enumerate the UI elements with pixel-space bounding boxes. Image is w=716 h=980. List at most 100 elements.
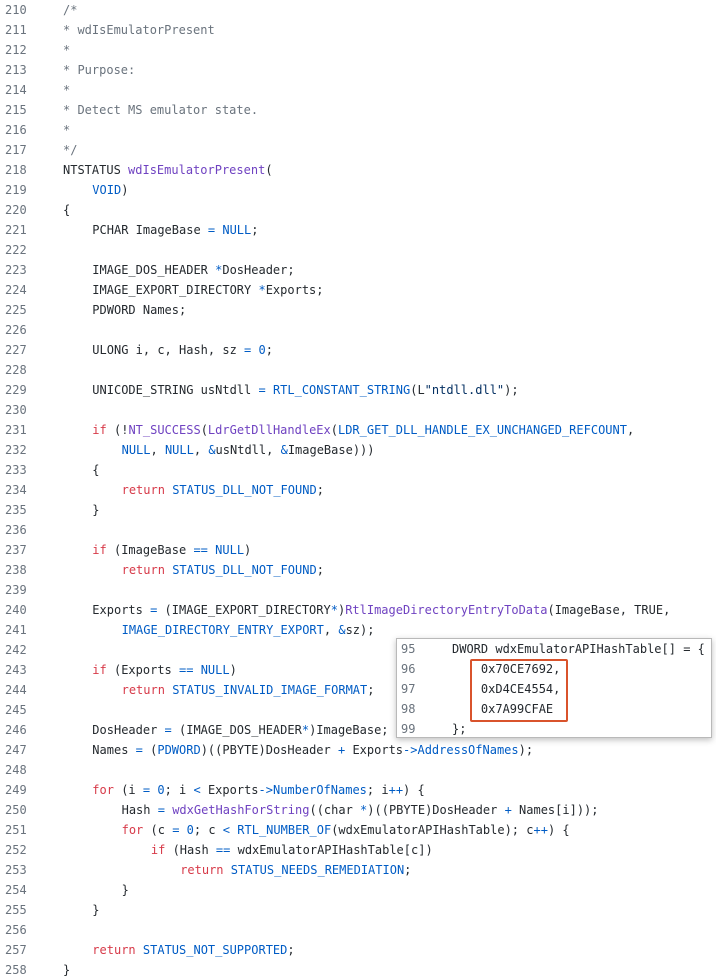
- code-token: return: [92, 943, 136, 957]
- code-text: /*: [63, 0, 77, 20]
- code-token: ) {: [547, 823, 570, 837]
- code-text: * Detect MS emulator state.: [63, 100, 258, 120]
- code-token: if: [92, 423, 107, 437]
- code-token: DosHeader: [92, 723, 165, 737]
- code-text: *: [63, 80, 70, 100]
- code-token: NULL: [164, 443, 194, 457]
- code-text: Names = (PDWORD)((PBYTE)DosHeader + Expo…: [92, 740, 533, 760]
- code-token: =: [157, 803, 165, 817]
- code-text: IMAGE_DOS_HEADER *DosHeader;: [92, 260, 294, 280]
- code-token: NumberOfNames: [272, 783, 367, 797]
- code-token: Exports: [345, 743, 404, 757]
- code-text: NTSTATUS wdIsEmulatorPresent(: [63, 160, 273, 180]
- inset-code-text: 0x70CE7692,: [452, 662, 561, 676]
- code-token: (: [330, 423, 338, 437]
- line-number: 224: [5, 283, 27, 297]
- code-token: wdxGetHashForString: [172, 803, 310, 817]
- code-token: (ImageBase, TRUE,: [547, 603, 671, 617]
- code-token: (Hash: [165, 843, 216, 857]
- code-token: ): [121, 183, 129, 197]
- code-text: {: [63, 200, 70, 220]
- code-token: *: [63, 123, 71, 137]
- code-text: NULL, NULL, &usNtdll, &ImageBase))): [122, 440, 375, 460]
- code-token: ImageBase))): [287, 443, 375, 457]
- code-token: *: [360, 803, 368, 817]
- line-number: 231: [5, 423, 27, 437]
- code-token: usNtdll,: [215, 443, 281, 457]
- line-number: 223: [5, 263, 27, 277]
- code-token: * Purpose:: [63, 63, 136, 77]
- code-text: return STATUS_NOT_SUPPORTED;: [92, 940, 294, 960]
- inset-line-number: 97: [401, 682, 416, 696]
- code-token: (IMAGE_DOS_HEADER: [171, 723, 302, 737]
- code-token: (L: [410, 383, 425, 397]
- code-text: return STATUS_NEEDS_REMEDIATION;: [180, 860, 411, 880]
- code-token: Exports: [92, 603, 151, 617]
- code-token: ULONG i, c, Hash, sz: [92, 343, 245, 357]
- line-number: 239: [5, 583, 27, 597]
- code-text: * Purpose:: [63, 60, 135, 80]
- code-token: 0: [157, 783, 165, 797]
- code-token: sz);: [345, 623, 375, 637]
- code-token: =: [142, 783, 151, 797]
- code-token: PDWORD Names;: [92, 303, 187, 317]
- line-number: 210: [5, 3, 27, 17]
- code-text: }: [92, 500, 99, 520]
- code-text: if (!NT_SUCCESS(LdrGetDllHandleEx(LDR_GE…: [92, 420, 634, 440]
- code-text: return STATUS_DLL_NOT_FOUND;: [122, 480, 324, 500]
- code-text: *: [63, 40, 70, 60]
- line-number: 258: [5, 963, 27, 977]
- code-token: *: [63, 83, 71, 97]
- inset-code-text: };: [452, 722, 467, 736]
- line-number: 232: [5, 443, 27, 457]
- code-token: LdrGetDllHandleEx: [207, 423, 331, 437]
- code-token: ++: [388, 783, 404, 797]
- inset-code-text: 0x7A99CFAE: [452, 702, 554, 716]
- line-number: 212: [5, 43, 27, 57]
- code-token: )((PBYTE)DosHeader: [367, 803, 505, 817]
- code-token: * Detect MS emulator state.: [63, 103, 259, 117]
- code-token: ; i: [366, 783, 389, 797]
- code-token: ((char: [309, 803, 361, 817]
- code-token: DosHeader;: [222, 263, 295, 277]
- code-token: =: [244, 343, 252, 357]
- code-token: return: [180, 863, 224, 877]
- code-token: ,: [193, 443, 209, 457]
- code-token: NTSTATUS: [63, 163, 129, 177]
- code-token: }: [92, 503, 100, 517]
- code-token: 0: [258, 343, 266, 357]
- line-number: 244: [5, 683, 27, 697]
- code-text: *: [63, 120, 70, 140]
- code-token: VOID: [92, 183, 122, 197]
- code-token: [193, 663, 200, 677]
- inset-line-number: 95: [401, 642, 416, 656]
- code-token: ;: [265, 343, 273, 357]
- code-token: (IMAGE_EXPORT_DIRECTORY: [157, 603, 331, 617]
- line-number: 233: [5, 463, 27, 477]
- code-token: [136, 943, 143, 957]
- code-token: (: [265, 163, 273, 177]
- code-token: Exports: [200, 783, 259, 797]
- line-number: 255: [5, 903, 27, 917]
- code-token: /*: [63, 3, 78, 17]
- code-token: ) {: [403, 783, 425, 797]
- code-text: ULONG i, c, Hash, sz = 0;: [92, 340, 273, 360]
- line-number: 252: [5, 843, 27, 857]
- code-token: (Exports: [106, 663, 179, 677]
- line-number: 236: [5, 523, 27, 537]
- code-token: "ntdll.dll": [424, 383, 505, 397]
- line-number: 240: [5, 603, 27, 617]
- line-number: 226: [5, 323, 27, 337]
- code-text: VOID): [92, 180, 128, 200]
- line-number: 216: [5, 123, 27, 137]
- line-number: 251: [5, 823, 27, 837]
- code-token: PDWORD: [157, 743, 201, 757]
- code-token: UNICODE_STRING usNtdll: [92, 383, 259, 397]
- code-token: =: [207, 223, 216, 237]
- line-number: 228: [5, 363, 27, 377]
- code-token: Exports;: [265, 283, 324, 297]
- code-token: RTL_NUMBER_OF: [237, 823, 332, 837]
- code-token: ; c: [193, 823, 223, 837]
- code-token: NULL: [200, 663, 230, 677]
- inset-code-text: DWORD wdxEmulatorAPIHashTable[] = {: [452, 642, 705, 656]
